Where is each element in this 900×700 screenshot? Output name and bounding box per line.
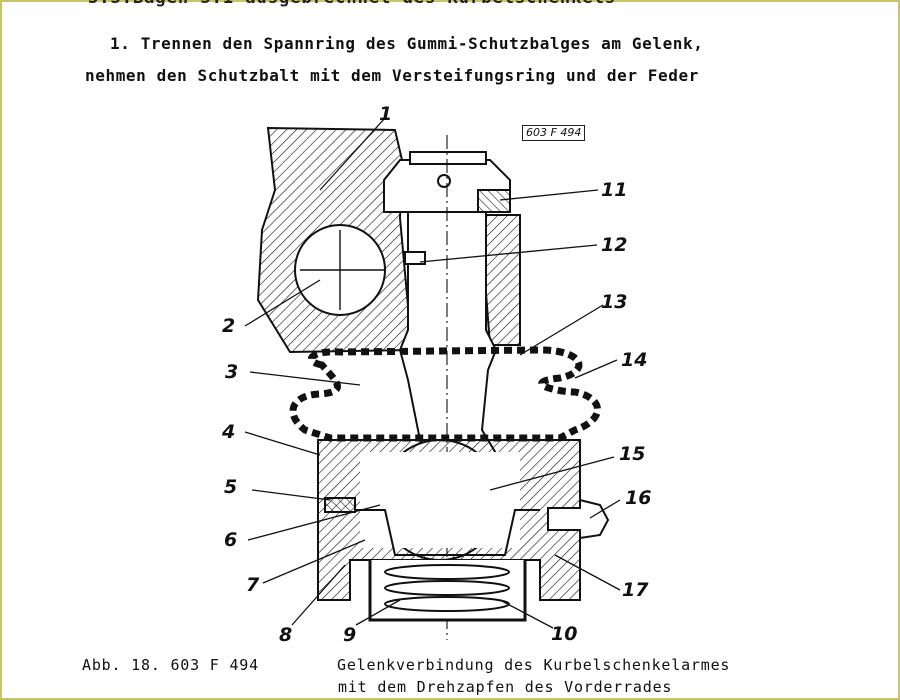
part-number-16: 16 xyxy=(625,487,652,509)
part-number-4: 4 xyxy=(222,421,236,443)
part-number-9: 9 xyxy=(343,624,357,646)
part-number-7: 7 xyxy=(246,574,260,596)
part-number-5: 5 xyxy=(224,476,238,498)
part-number-11: 11 xyxy=(601,179,628,201)
instruction-line-2: nehmen den Schutzbalt mit dem Versteifun… xyxy=(85,66,699,85)
part-number-15: 15 xyxy=(619,443,646,465)
figure-caption-line-1: Gelenkverbindung des Kurbelschenkelarmes xyxy=(337,656,731,674)
figure-reference-code: 603 F 494 xyxy=(522,125,586,141)
instruction-line-1: 1. Trennen den Spannring des Gummi-Schut… xyxy=(110,34,704,53)
part-number-1: 1 xyxy=(379,103,393,125)
figure-caption-id: Abb. 18. 603 F 494 xyxy=(82,656,259,674)
pivot-pin xyxy=(398,169,502,462)
spring-cup xyxy=(368,560,527,622)
spring-coil xyxy=(384,564,510,612)
part-number-3: 3 xyxy=(225,361,239,383)
figure-caption-line-2: mit dem Drehzapfen des Vorderrades xyxy=(338,678,673,696)
part-number-12: 12 xyxy=(601,234,628,256)
rubber-boot xyxy=(289,346,601,442)
part-number-2: 2 xyxy=(222,315,236,337)
figure-caption: Abb. 18. 603 F 494 Gelenkverbindung des K… xyxy=(82,656,730,674)
section-heading: 3.3.Bagen 3.1 ausgebrechnet des Kurbelsc… xyxy=(88,0,616,8)
grease-nipple xyxy=(547,498,610,540)
part-number-10: 10 xyxy=(551,623,578,645)
part-number-8: 8 xyxy=(279,624,293,646)
part-number-17: 17 xyxy=(622,579,649,601)
part-number-14: 14 xyxy=(621,349,648,371)
part-number-13: 13 xyxy=(601,291,628,313)
part-number-6: 6 xyxy=(224,529,238,551)
